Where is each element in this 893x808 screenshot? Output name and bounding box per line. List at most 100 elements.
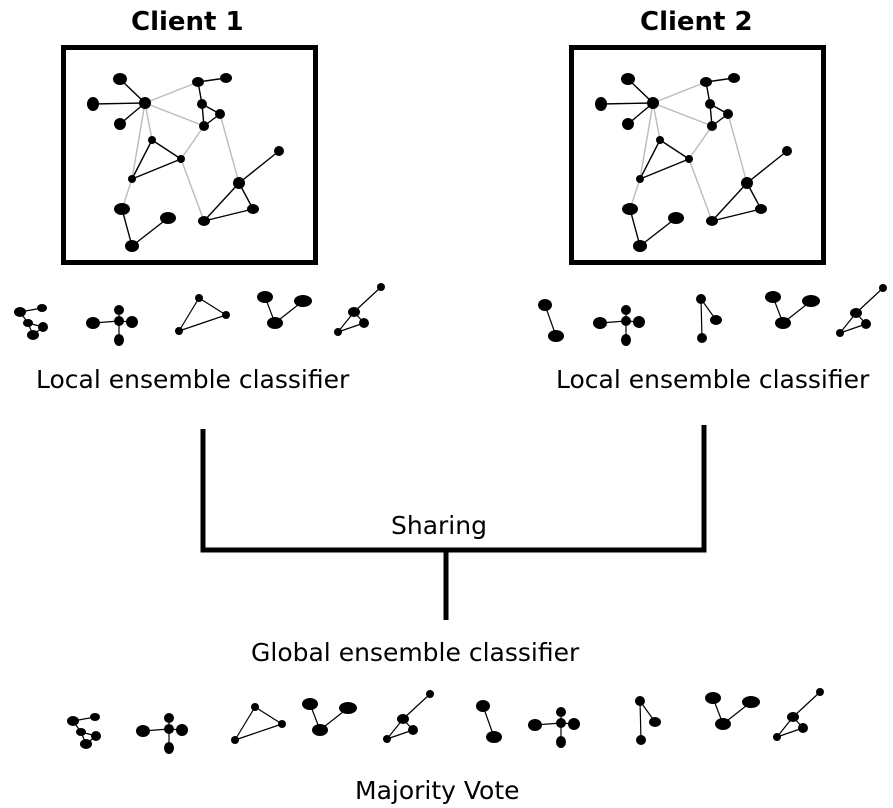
graph-node: [222, 311, 230, 319]
client-2-ensemble-member: [765, 291, 820, 329]
graph-node: [538, 299, 552, 311]
graph-edge: [198, 297, 227, 316]
graph-node: [136, 725, 150, 737]
graph-node: [339, 702, 357, 714]
cross-edge: [727, 113, 748, 184]
graph-node: [556, 736, 566, 748]
graph-node: [621, 305, 631, 315]
graph-node: [476, 700, 490, 712]
graph-node: [548, 330, 564, 342]
graph-node: [377, 283, 385, 291]
client-2-ensemble-member: [538, 299, 564, 342]
graph-node: [706, 216, 718, 226]
graph-edge: [254, 706, 283, 725]
client-2-ensemble-member: [836, 284, 887, 337]
graph-edge: [178, 314, 227, 332]
graph-node: [568, 718, 580, 730]
client-1-frame: [61, 45, 318, 265]
graph-edge: [711, 208, 762, 222]
graph-node: [397, 714, 409, 724]
client-1-ensemble-member: [334, 283, 385, 336]
client-2-ensemble-member: [696, 294, 722, 343]
cross-edge: [180, 125, 205, 160]
graph-node: [802, 295, 820, 307]
graph-edge: [402, 693, 431, 720]
graph-node: [251, 703, 259, 711]
cross-edge: [639, 102, 654, 180]
graph-node: [113, 73, 127, 85]
graph-node: [621, 73, 635, 85]
global-ensemble-member: [302, 698, 357, 736]
graph-node: [257, 291, 273, 303]
graph-node: [621, 334, 631, 346]
graph-node: [850, 308, 862, 318]
graph-node: [723, 109, 733, 119]
graph-node: [633, 316, 645, 328]
graph-node: [426, 690, 434, 698]
graph-edge: [711, 182, 748, 222]
graph-node: [816, 688, 824, 696]
graph-node: [685, 155, 693, 163]
graph-edge: [600, 102, 654, 105]
graph-node: [668, 212, 684, 224]
graph-node: [215, 109, 225, 119]
graph-node: [705, 692, 721, 704]
graph-edge: [203, 182, 240, 222]
graph-node: [383, 735, 391, 743]
graph-node: [195, 294, 203, 302]
graph-edge: [178, 297, 200, 332]
graph-node: [91, 731, 101, 741]
graph-node: [556, 718, 566, 728]
graph-node: [765, 291, 781, 303]
graph-node: [622, 118, 634, 130]
sharing-bracket: [200, 425, 707, 553]
graph-node: [128, 175, 136, 183]
graph-edge: [234, 723, 283, 741]
graph-node: [148, 136, 156, 144]
graph-node: [114, 316, 124, 326]
cross-edge: [144, 102, 153, 141]
graph-node: [773, 733, 781, 741]
graph-edge: [700, 298, 703, 339]
graph-node: [636, 735, 646, 745]
graph-node: [728, 73, 740, 83]
global-ensemble-member: [231, 703, 286, 744]
graph-edge: [639, 139, 661, 180]
graph-node: [38, 322, 48, 332]
cross-edge: [652, 102, 713, 127]
graph-node: [528, 719, 542, 731]
graph-node: [622, 203, 638, 215]
cross-edge: [144, 102, 205, 127]
cross-edge: [688, 125, 713, 160]
global-ensemble-member: [705, 692, 760, 730]
graph-node: [621, 316, 631, 326]
graph-node: [87, 97, 99, 111]
graph-node: [164, 713, 174, 723]
global-ensemble-label: Global ensemble classifier: [251, 638, 580, 667]
graph-node: [125, 240, 139, 252]
graph-edge: [659, 139, 690, 160]
graph-node: [312, 724, 328, 736]
graph-node: [233, 177, 245, 189]
graph-edge: [353, 286, 382, 313]
graph-node: [775, 317, 791, 329]
graph-node: [176, 724, 188, 736]
graph-node: [175, 327, 183, 335]
client-1-ensemble-member: [14, 304, 48, 340]
graph-node: [114, 118, 126, 130]
client-1-ensemble-member: [257, 291, 312, 329]
client-1-ensemble-member: [86, 305, 138, 346]
graph-node: [267, 317, 283, 329]
graph-node: [14, 307, 26, 317]
graph-node: [67, 716, 79, 726]
graph-node: [198, 216, 210, 226]
graph-edge: [792, 691, 821, 718]
graph-node: [114, 334, 124, 346]
graph-node: [348, 307, 360, 317]
sharing-label: Sharing: [391, 511, 487, 540]
graph-edge: [234, 706, 256, 741]
graph-node: [247, 204, 259, 214]
graph-edge: [151, 139, 182, 160]
cross-edge: [131, 102, 146, 180]
